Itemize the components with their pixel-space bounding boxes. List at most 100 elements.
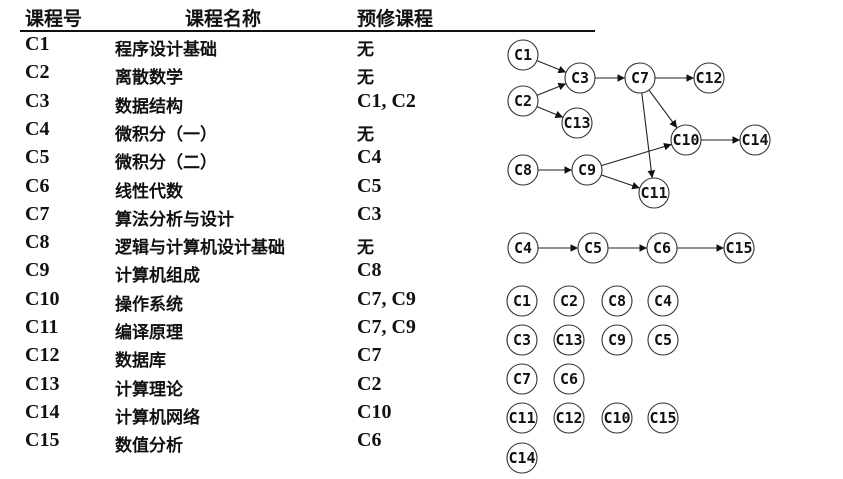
table-row: C13 计算理论 C2 — [0, 373, 500, 401]
order-node-C10-label: C10 — [603, 409, 630, 427]
course-name: 编译原理 — [115, 323, 183, 343]
course-id: C1 — [25, 33, 50, 55]
edge-C7-C10 — [648, 89, 678, 129]
course-id: C6 — [25, 174, 50, 197]
course-prereq: C1, C2 — [357, 89, 416, 112]
course-id: C14 — [25, 400, 60, 423]
course-prereq: C2 — [357, 372, 382, 395]
course-prereq: 无 — [357, 68, 374, 89]
graph-node-C4-label: C4 — [514, 239, 532, 257]
header-rule — [20, 30, 595, 32]
course-id: C2 — [25, 61, 50, 84]
graph-node-C5-circle — [577, 232, 609, 264]
order-node-C1-circle — [506, 285, 538, 317]
table-row: C6 线性代数 C5 — [0, 175, 500, 203]
graph-node-C8-label: C8 — [514, 161, 532, 179]
graph-node-C9-label: C9 — [578, 161, 596, 179]
graph-node-C7-label: C7 — [631, 69, 649, 87]
table-row: C1 程序设计基础 无 — [0, 33, 500, 61]
course-prereq: 无 — [357, 238, 374, 259]
order-node-C7-circle — [506, 363, 538, 395]
order-node-C4-circle — [647, 285, 679, 317]
course-name: 离散数学 — [115, 68, 183, 89]
course-id: C8 — [25, 231, 50, 254]
graph-node-C6-label: C6 — [653, 239, 671, 257]
course-name: 程序设计基础 — [115, 40, 217, 60]
graph-node-C9-circle — [571, 154, 603, 186]
course-id: C9 — [25, 259, 50, 282]
graph-node-C14-label: C14 — [741, 131, 768, 149]
course-id: C7 — [25, 202, 50, 225]
course-id: C12 — [25, 344, 60, 367]
graph-node-C3-circle — [564, 62, 596, 94]
course-id: C13 — [25, 372, 60, 395]
graph-node-C1-label: C1 — [514, 46, 532, 64]
order-node-C3-label: C3 — [513, 331, 531, 349]
graph-node-C2-circle — [507, 85, 539, 117]
graph-node-C2-label: C2 — [514, 92, 532, 110]
order-node-C13-label: C13 — [555, 331, 582, 349]
order-node-C5-circle — [647, 324, 679, 356]
course-id: C4 — [25, 117, 50, 140]
edge-C9-C11 — [601, 174, 640, 190]
graph-node-C3-label: C3 — [571, 69, 589, 87]
graph-node-C8-circle — [507, 154, 539, 186]
course-prereq: 无 — [357, 124, 374, 145]
edge-C1-C3 — [536, 60, 567, 74]
order-node-C9-circle — [601, 324, 633, 356]
course-name: 数据结构 — [115, 96, 183, 117]
order-node-C12-label: C12 — [555, 409, 582, 427]
course-prereq: C4 — [357, 146, 382, 169]
header-course-name: 课程名称 — [185, 8, 262, 30]
order-node-C10-circle — [601, 402, 633, 434]
graph-node-C12-label: C12 — [695, 69, 722, 87]
course-id: C11 — [25, 316, 59, 338]
order-node-C8-label: C8 — [608, 292, 626, 310]
table-row: C3 数据结构 C1, C2 — [0, 90, 500, 118]
graph-node-C4-circle — [507, 232, 539, 264]
course-prereq: C6 — [357, 429, 382, 452]
order-node-C11-circle — [506, 402, 538, 434]
graph-node-C11-circle — [638, 177, 670, 209]
order-node-C2-label: C2 — [560, 292, 578, 310]
course-prereq: C3 — [357, 202, 382, 225]
order-node-C8-circle — [601, 285, 633, 317]
graph-node-C10-circle — [670, 124, 702, 156]
graph-node-C12-circle — [693, 62, 725, 94]
table-row: C11 编译原理 C7, C9 — [0, 316, 500, 344]
course-name: 操作系统 — [115, 294, 183, 315]
graph-node-C6-circle — [646, 232, 678, 264]
course-id: C3 — [25, 89, 50, 112]
course-name: 逻辑与计算机设计基础 — [115, 238, 285, 259]
course-prereq: C7, C9 — [357, 287, 416, 310]
course-prereq: 无 — [357, 40, 374, 60]
order-node-C12-circle — [553, 402, 585, 434]
edge-C2-C13 — [536, 106, 564, 119]
order-node-C2-circle — [553, 285, 585, 317]
graph-node-C11-label: C11 — [640, 184, 667, 202]
order-node-C7-label: C7 — [513, 370, 531, 388]
table-row: C2 离散数学 无 — [0, 61, 500, 89]
order-node-C15-label: C15 — [649, 409, 676, 427]
order-node-C6-label: C6 — [560, 370, 578, 388]
course-prereq: C7, C9 — [357, 316, 416, 338]
table-row: C8 逻辑与计算机设计基础 无 — [0, 231, 500, 259]
graph-node-C13-label: C13 — [563, 114, 590, 132]
table-row: C10 操作系统 C7, C9 — [0, 288, 500, 316]
course-id: C10 — [25, 287, 60, 310]
order-node-C1-label: C1 — [513, 292, 531, 310]
header-prerequisite: 预修课程 — [357, 8, 434, 30]
graph-node-C13-circle — [561, 107, 593, 139]
graph-node-C14-circle — [739, 124, 771, 156]
course-name: 计算理论 — [115, 379, 183, 400]
order-node-C14-circle — [506, 442, 538, 474]
course-name: 线性代数 — [115, 181, 183, 202]
course-prereq: C5 — [357, 174, 382, 197]
course-name: 微积分（二） — [115, 153, 217, 174]
course-name: 计算机网络 — [115, 407, 200, 428]
